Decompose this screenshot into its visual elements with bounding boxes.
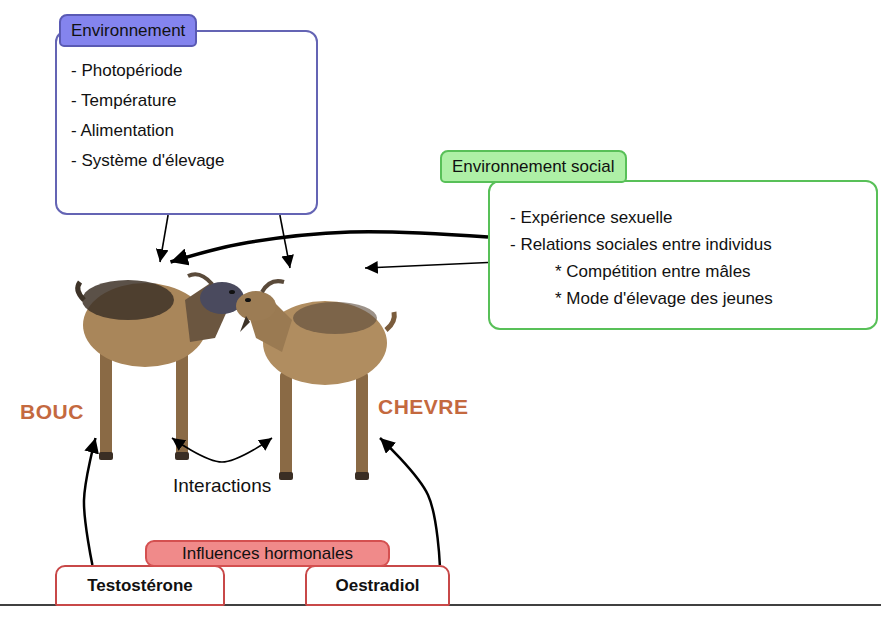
- list-item: - Alimentation: [71, 116, 174, 146]
- buck-illustration: [78, 274, 244, 460]
- connector-label: Interactions: [170, 475, 274, 497]
- box-heading: Environnement social: [440, 150, 627, 183]
- hormone-box: Testostérone: [55, 565, 225, 606]
- hormone-header: Influences hormonales: [145, 540, 390, 567]
- goat-figure: CHEVRE: [245, 268, 395, 438]
- arrow-connector: [365, 263, 488, 269]
- social-environment-box: Environnement social- Expérience sexuell…: [488, 180, 878, 330]
- hormone-label: Testostérone: [87, 576, 193, 596]
- list-item: - Température: [71, 86, 177, 116]
- list-item: - Photopériode: [71, 56, 183, 86]
- hormone-box: Oestradiol: [305, 565, 450, 606]
- arrow-connector: [84, 438, 96, 565]
- goat-illustration: [236, 281, 394, 480]
- hormone-label: Influences hormonales: [182, 544, 353, 564]
- animal-label: BOUC: [20, 400, 84, 424]
- list-item: - Expérience sexuelle: [510, 204, 673, 231]
- environment-box: Environnement- Photopériode- Température…: [55, 30, 318, 215]
- list-item: - Système d'élevage: [71, 146, 225, 176]
- list-item: - Relations sociales entre individus: [510, 231, 772, 258]
- list-item: * Compétition entre mâles: [555, 258, 751, 285]
- list-item: * Mode d'élevage des jeunes: [555, 285, 773, 312]
- hormone-label: Oestradiol: [335, 576, 419, 596]
- arrow-connector: [172, 438, 272, 462]
- arrow-connector: [171, 232, 489, 262]
- box-heading: Environnement: [59, 14, 197, 47]
- arrow-connector: [280, 215, 290, 268]
- animal-label: CHEVRE: [378, 395, 469, 419]
- arrow-connector: [160, 215, 168, 262]
- buck-figure: BOUC: [88, 262, 238, 438]
